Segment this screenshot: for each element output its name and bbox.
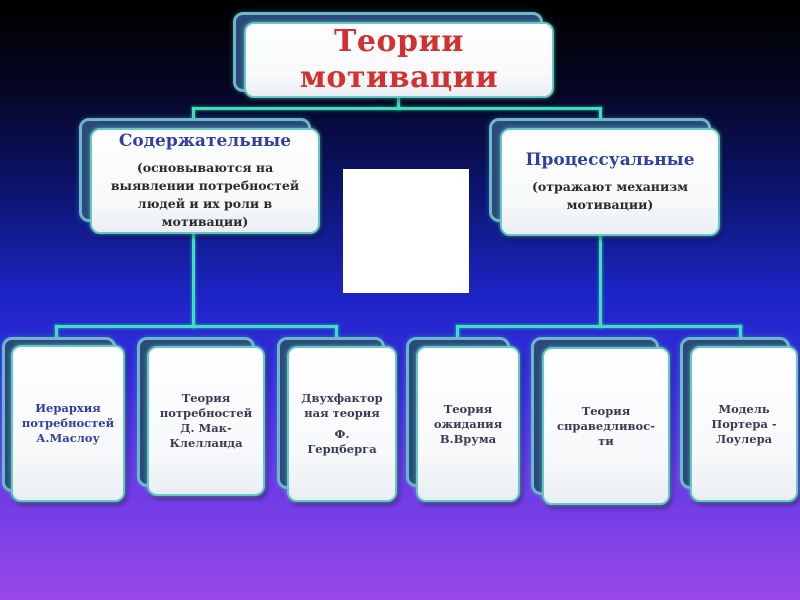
leaf-3-line-2: ная теория [304, 406, 380, 420]
connector-left-horizontal [55, 325, 338, 328]
leaf-2-line-3: Д. Мак- [180, 421, 232, 435]
connector-top-horizontal [192, 107, 602, 110]
leaf-5-line-1: Теория [581, 403, 631, 418]
leaf-4-line-2: ожидания [433, 416, 503, 431]
connector-left-down [192, 232, 195, 328]
white-placeholder-block [343, 169, 469, 293]
connector-right-down [599, 232, 602, 328]
leaf-2-box: Теория потребностей Д. Мак- Клелланда [147, 346, 265, 496]
leaf-3-line-1: Двухфактор [301, 391, 383, 405]
connector-left-leaf1 [55, 325, 58, 343]
connector-root-down [397, 98, 400, 110]
leaf-6-line-3: Лоулера [715, 431, 773, 446]
leaf-6-line-2: Портера - [711, 416, 777, 431]
leaf-2-line-2: потребностей [159, 406, 253, 420]
leaf-3-line-4: Ф. [334, 427, 350, 441]
leaf-3-line-5: Герцберга [307, 442, 377, 456]
leaf-2-line-1: Теория [181, 391, 231, 405]
connector-right-horizontal [456, 325, 742, 328]
category-process-box: Процессуальные (отражают механизм мотива… [500, 128, 720, 236]
leaf-2-line-4: Клелланда [169, 436, 243, 450]
category-process-desc-2: мотивации) [566, 197, 654, 212]
category-process-title: Процессуальные [525, 150, 695, 170]
leaf-5-line-2: справедливос- [557, 418, 655, 433]
leaf-1-box: Иерархия потребностей А.Маслоу [11, 345, 125, 502]
category-content-desc-4: мотивации) [161, 214, 249, 229]
category-process-desc-1: (отражают механизм [531, 179, 689, 194]
category-content-title: Содержательные [118, 131, 292, 151]
category-content-desc-1: (основываются на [136, 160, 274, 175]
leaf-1-line-1: Иерархия [35, 401, 101, 415]
leaf-6-line-1: Модель [718, 401, 770, 416]
connector-right-leaf6 [739, 325, 742, 343]
leaf-1-line-3: А.Маслоу [36, 431, 100, 445]
leaf-5-line-3: ти [598, 433, 614, 448]
connector-left-leaf3 [335, 325, 338, 343]
leaf-4-box: Теория ожидания В.Врума [416, 346, 520, 502]
leaf-3-box: Двухфактор ная теория Ф. Герцберга [287, 346, 397, 502]
root-box: Теории мотивации [244, 22, 554, 98]
connector-right-leaf4 [456, 325, 459, 343]
leaf-4-line-1: Теория [443, 401, 493, 416]
root-title-line1: Теории [334, 24, 464, 59]
category-content-box: Содержательные (основываются на выявлени… [90, 128, 320, 234]
category-content-desc-3: людей и их роли в [137, 196, 273, 211]
leaf-5-box: Теория справедливос- ти [542, 347, 670, 505]
leaf-1-line-2: потребностей [21, 416, 115, 430]
category-content-desc-2: выявлении потребностей [110, 178, 300, 193]
leaf-4-line-3: В.Врума [439, 431, 497, 446]
root-title-line2: мотивации [299, 60, 499, 95]
leaf-6-box: Модель Портера - Лоулера [690, 346, 798, 502]
